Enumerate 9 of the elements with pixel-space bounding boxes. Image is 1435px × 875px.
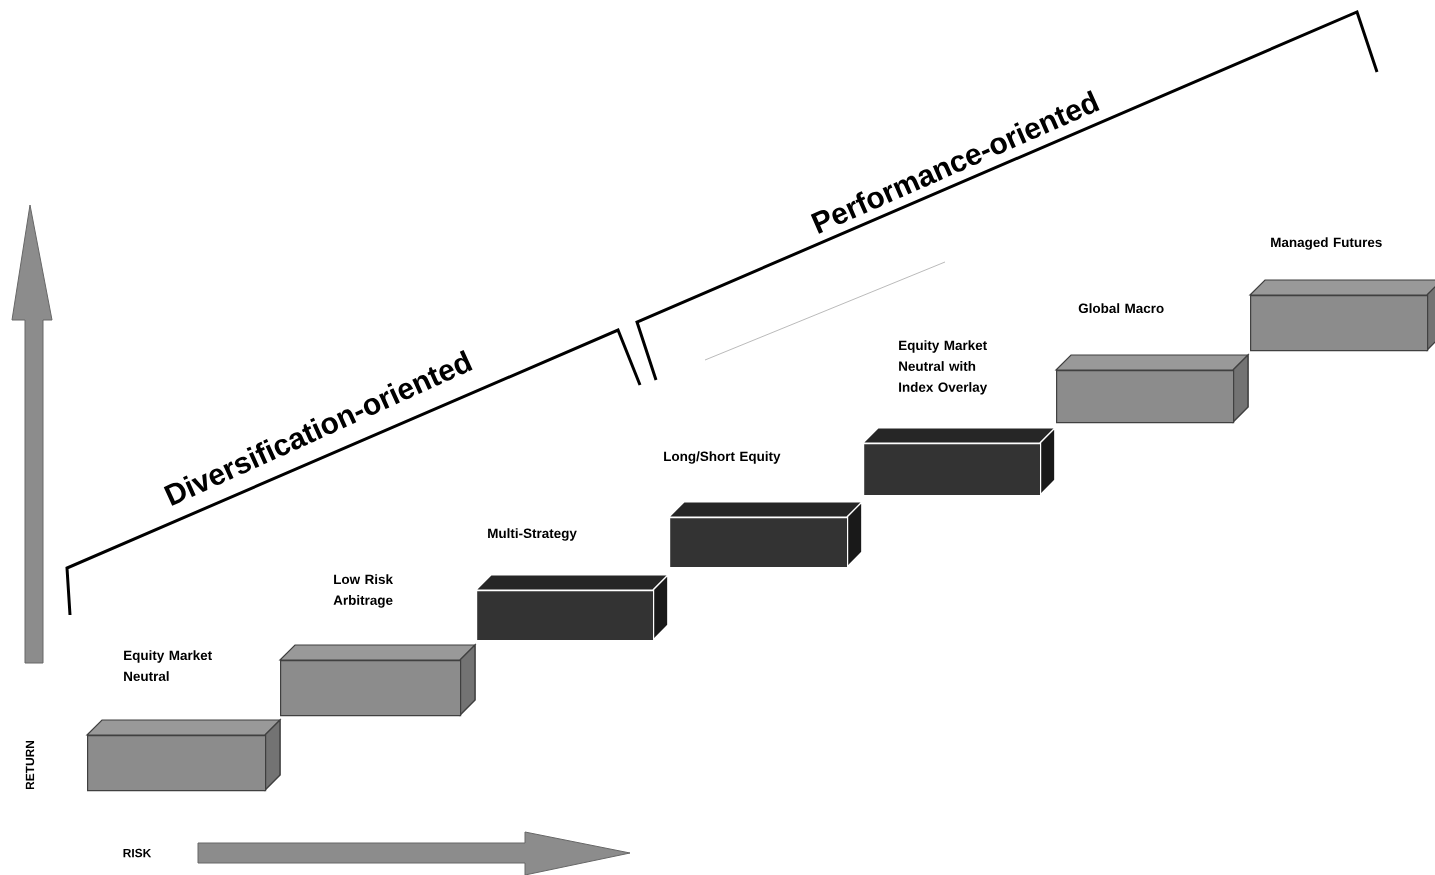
- axis-label: RISK: [123, 848, 152, 858]
- block-label: Low Risk Arbitrage: [333, 574, 393, 608]
- block-label: Long/Short Equity: [664, 451, 781, 464]
- axis-label: RETURN: [25, 740, 35, 790]
- block-label: Multi-Strategy: [488, 528, 577, 541]
- block-label: Equity Market Neutral with Index Overlay: [899, 340, 988, 395]
- block-label: Managed Futures: [1271, 237, 1382, 250]
- block-label: Equity Market Neutral: [124, 650, 212, 681]
- block-label: Global Macro: [1078, 303, 1164, 314]
